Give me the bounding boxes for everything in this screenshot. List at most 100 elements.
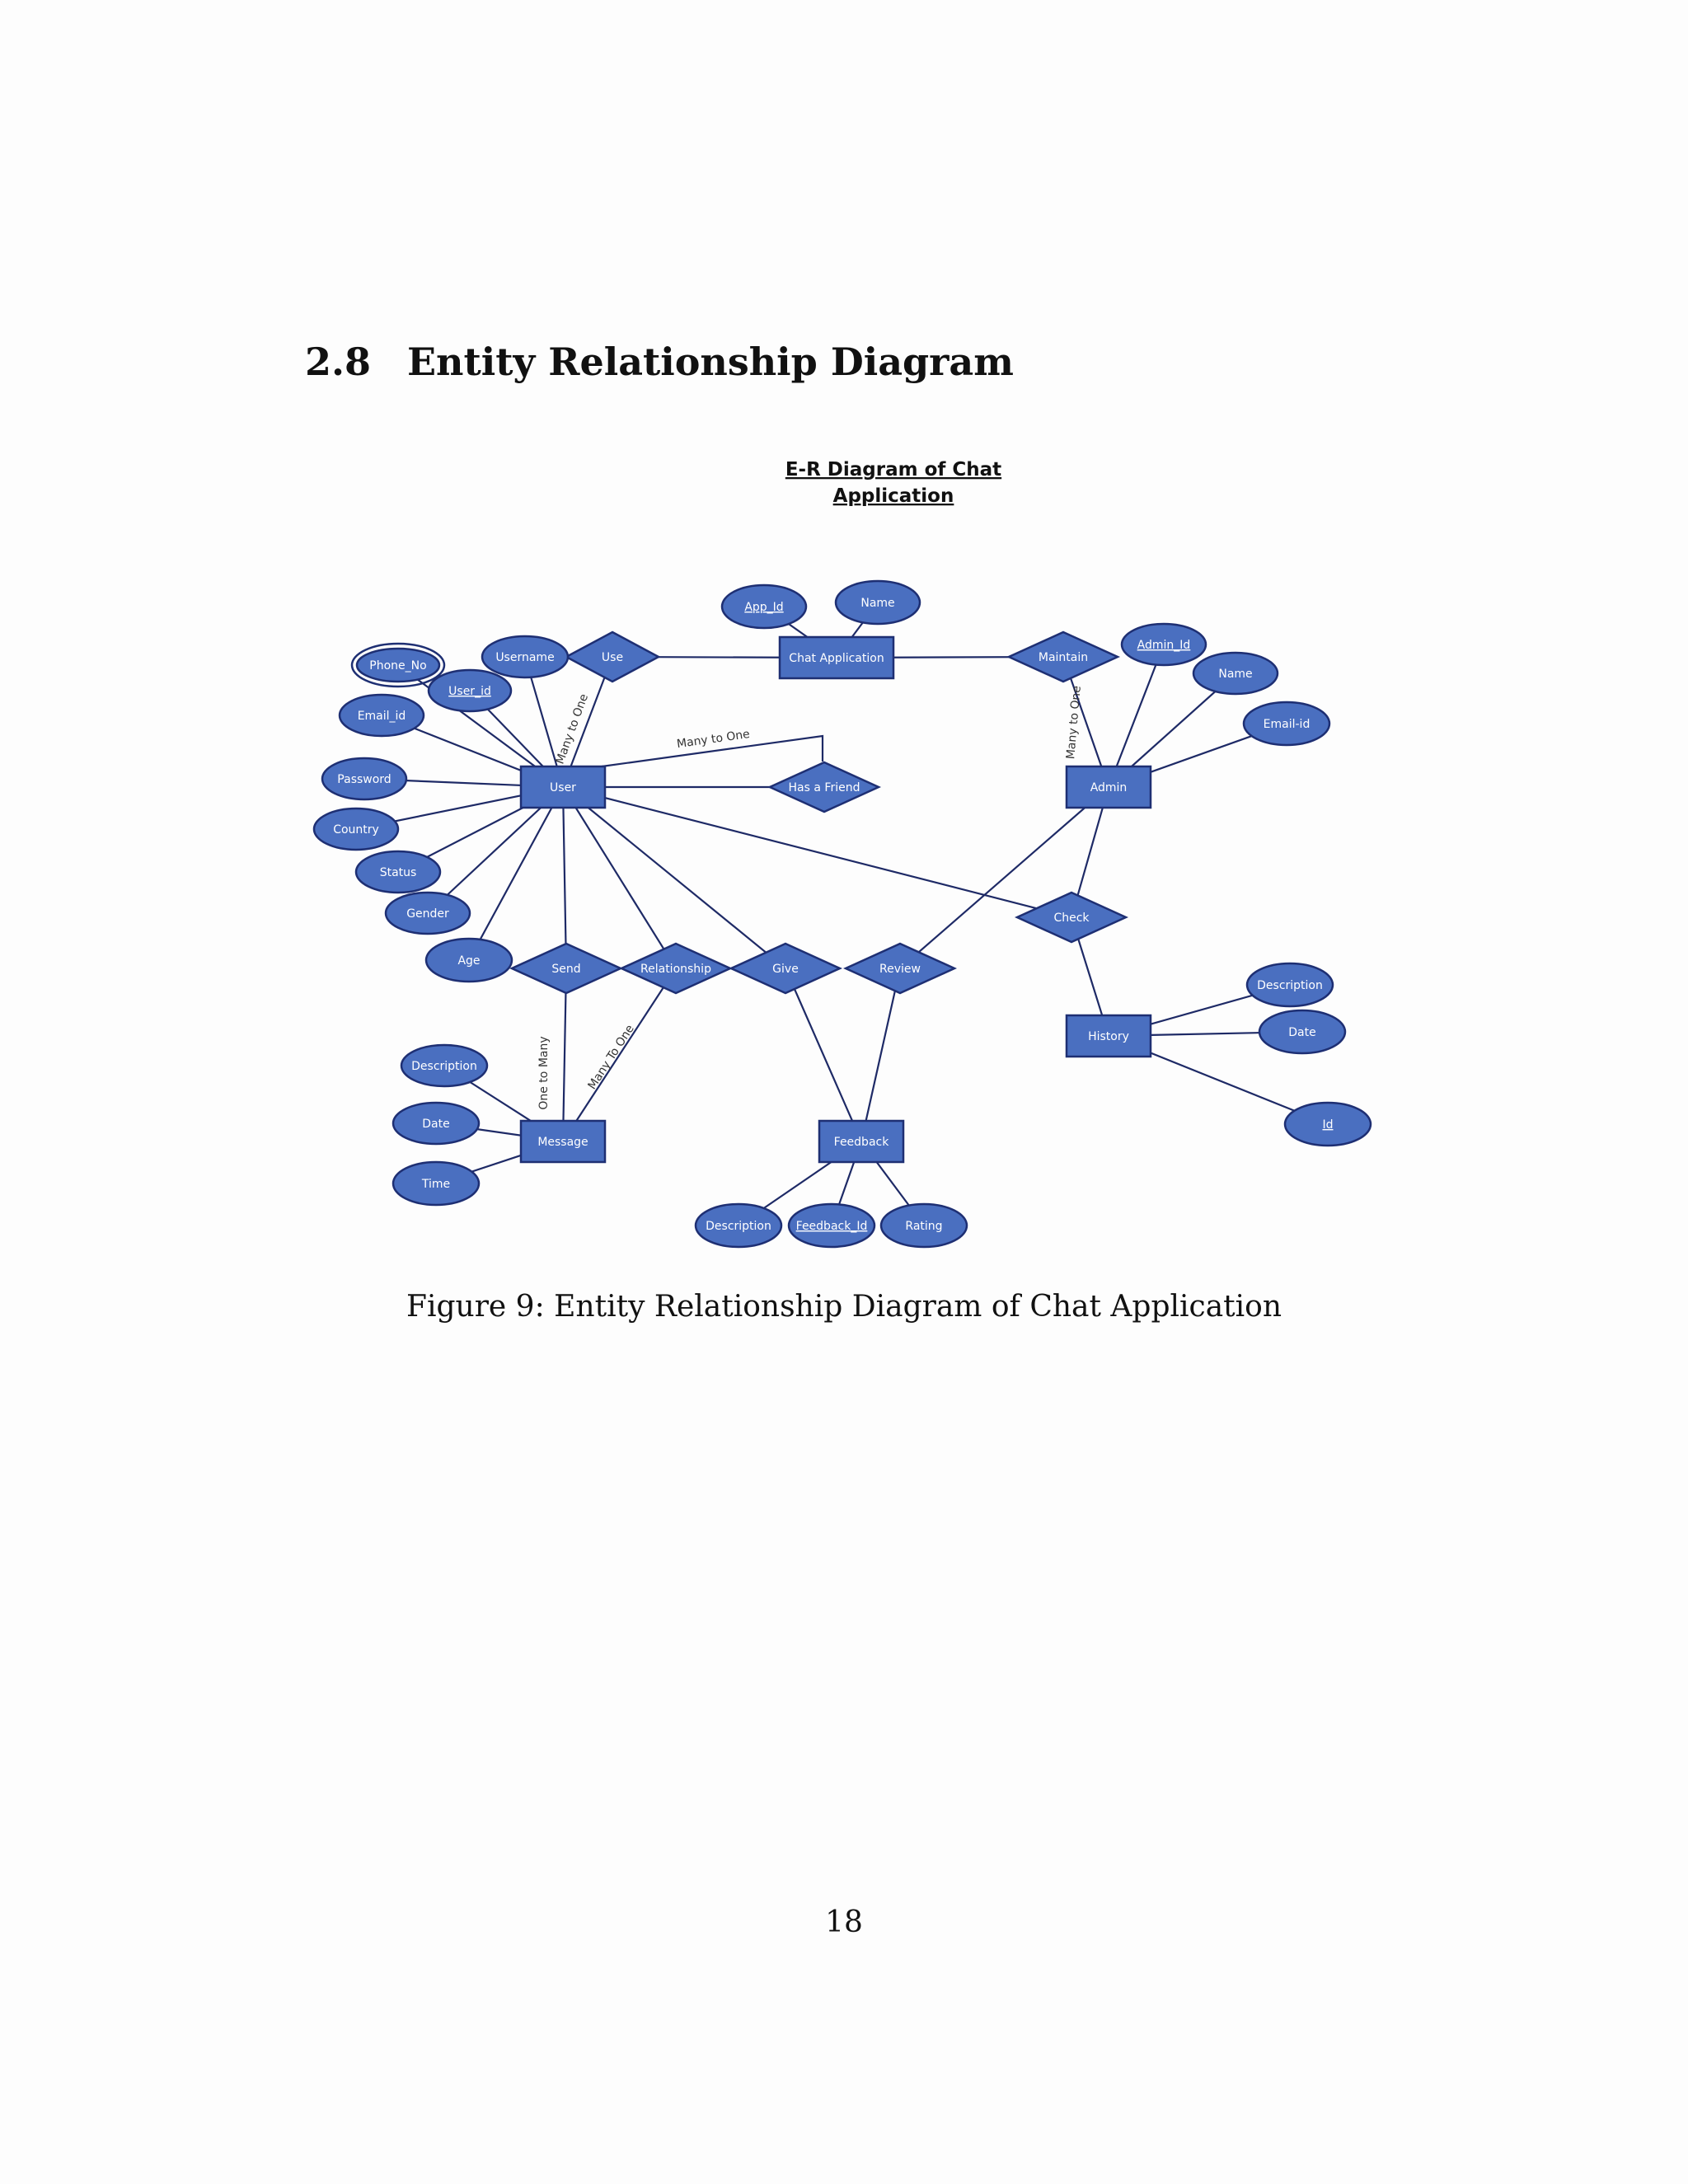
connector-line [860,968,902,1142]
relationship-label: Give [772,963,799,976]
relationship-check [1014,891,1129,944]
relationship-give [728,942,843,995]
entity-label: User [550,781,576,794]
relationship-maintain [1006,630,1121,683]
multivalued-ring [350,642,446,688]
section-heading: 2.8 Entity Relationship Diagram [305,340,1014,384]
attribute-msgtime [392,1160,481,1207]
attribute-msgdesc [400,1043,489,1088]
relationship-friend [767,761,882,813]
section-number: 2.8 [305,340,372,384]
connector-line [784,968,863,1142]
connector-line [561,656,614,788]
attribute-fbid [787,1202,876,1249]
cardinality-label: Many To One [585,1023,636,1092]
entity-label: Chat Application [789,652,884,665]
attribute-label: Username [495,651,554,664]
attribute-label: Status [380,866,417,879]
attribute-appname [834,579,921,626]
diagram-title-line-2: Application [833,485,954,507]
entity-chat [778,635,895,680]
connector-line [468,786,564,961]
connector-line [1107,644,1165,788]
relationship-label: Relationship [640,963,711,976]
entity-label: Message [537,1136,588,1149]
cardinality-label: One to Many [537,1036,551,1109]
page-number: 18 [825,1905,863,1939]
attribute-password [321,757,408,801]
attribute-label: Email_id [358,710,406,723]
attribute-label: Email-id [1264,718,1311,731]
attribute-label: Password [337,773,391,786]
attribute-histdesc [1245,962,1334,1008]
attribute-phone [355,647,441,683]
relationship-review [842,942,958,995]
connector-line [562,786,677,969]
attribute-fbdesc [694,1202,783,1249]
attribute-msgdate [392,1101,481,1146]
attribute-rating [879,1202,968,1249]
entity-feedback [818,1119,905,1164]
relationship-send [509,942,624,995]
entity-admin [1065,765,1152,809]
attribute-label: Phone_No [369,659,426,673]
attribute-age [424,937,513,983]
attribute-status [354,850,442,894]
attribute-label: User_id [448,685,491,698]
attribute-label: Age [457,954,480,968]
figure-caption: Figure 9: Entity Relationship Diagram of… [406,1290,1282,1324]
diagram-title-line-1: E-R Diagram of Chat [785,459,1001,480]
attribute-label: Date [422,1118,449,1131]
connector-line [601,734,824,768]
attribute-label: Description [411,1060,477,1073]
er-diagram: E-R Diagram of Chat Application Many to … [312,459,1372,1249]
relationship-label: Review [879,963,921,976]
connector-line [523,656,565,788]
connector-line [562,785,1072,919]
attribute-country [312,807,400,851]
attribute-label: Description [1257,979,1323,992]
connector-line [561,786,568,969]
cardinality-label: Many to One [1064,685,1084,759]
attribute-label: Description [706,1220,771,1233]
relationship-label: Has a Friend [789,781,860,794]
attribute-histdate [1258,1009,1347,1055]
relationship-label: Use [602,651,623,664]
connector-line [562,968,677,1142]
attribute-label: Admin_Id [1137,639,1191,652]
attribute-emailid [338,693,425,738]
attribute-histid [1283,1101,1372,1147]
attribute-userid [427,668,513,713]
section-title: Entity Relationship Diagram [407,340,1014,384]
attribute-appid [720,583,808,630]
entity-label: Admin [1090,781,1128,794]
relationship-label: Maintain [1039,651,1088,664]
attribute-label: Name [860,597,894,610]
relationship-relationship [618,942,734,995]
connector-line [561,968,568,1142]
entity-message [519,1119,607,1164]
attribute-username [481,635,570,679]
attribute-label: Gender [406,907,449,921]
entity-label: Feedback [834,1136,890,1149]
attribute-adminid [1120,622,1207,667]
attribute-label: Time [421,1178,450,1191]
entity-label: History [1088,1030,1129,1043]
relationship-use [564,630,661,683]
relationship-label: Send [551,963,580,976]
connector-line [562,786,786,969]
attribute-adminemail [1242,701,1331,747]
relationship-label: Check [1053,912,1090,925]
attribute-label: Date [1288,1026,1315,1039]
entity-history [1065,1014,1152,1058]
attribute-label: Name [1218,668,1252,681]
attribute-label: Feedback_Id [796,1220,868,1233]
attribute-gender [384,891,471,935]
attribute-adminname [1192,651,1279,696]
attribute-label: App_Id [744,601,783,614]
entity-user [519,765,607,809]
attribute-label: Id [1322,1118,1333,1132]
attribute-label: Country [333,823,379,837]
